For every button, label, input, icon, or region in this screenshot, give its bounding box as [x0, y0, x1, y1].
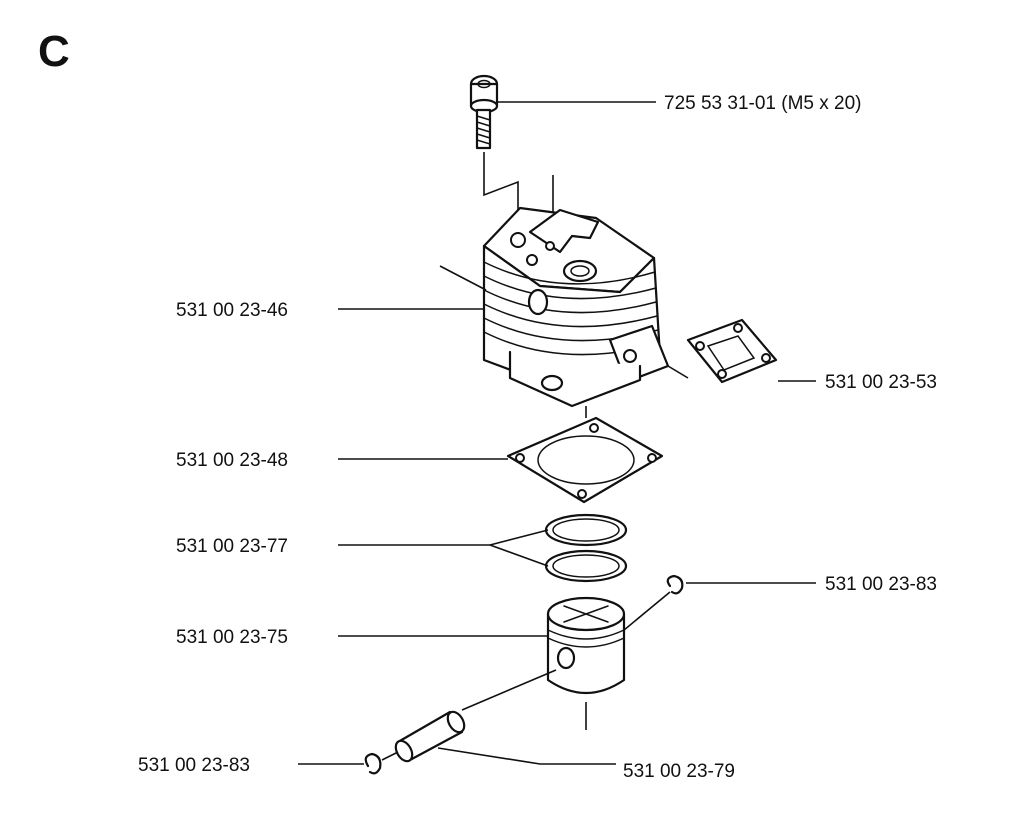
screw-drawing	[469, 74, 499, 150]
base-gasket-drawing	[506, 416, 664, 504]
cylinder-axis-line	[439, 265, 487, 291]
label-circlip-left: 531 00 23-83	[138, 755, 250, 776]
circlip-left-drawing	[364, 752, 382, 775]
piston-drawing	[546, 596, 626, 695]
piston-rings-drawing	[544, 513, 628, 583]
label-screw: 725 53 31-01 (M5 x 20)	[664, 93, 862, 114]
label-piston: 531 00 23-75	[176, 627, 288, 648]
label-circlip-right: 531 00 23-83	[825, 574, 937, 595]
label-exhaust-gasket: 531 00 23-53	[825, 372, 937, 393]
piston-pin-drawing	[394, 710, 466, 763]
circlip-right-drawing	[666, 574, 684, 595]
section-letter: C	[38, 27, 70, 76]
label-piston-pin: 531 00 23-79	[623, 761, 735, 782]
exhaust-axis-line	[667, 365, 689, 379]
leader-piston-pin	[437, 747, 616, 765]
exhaust-gasket-drawing	[686, 318, 778, 384]
leader-ring-upper	[489, 529, 549, 546]
cylinder-drawing	[482, 206, 670, 408]
label-base-gasket: 531 00 23-48	[176, 450, 288, 471]
label-piston-rings: 531 00 23-77	[176, 536, 288, 557]
pin-axis-left	[381, 751, 399, 761]
screw-axis-line	[483, 152, 519, 228]
label-cylinder: 531 00 23-46	[176, 300, 288, 321]
leader-ring-lower	[489, 544, 549, 567]
pin-axis-center	[461, 669, 557, 711]
